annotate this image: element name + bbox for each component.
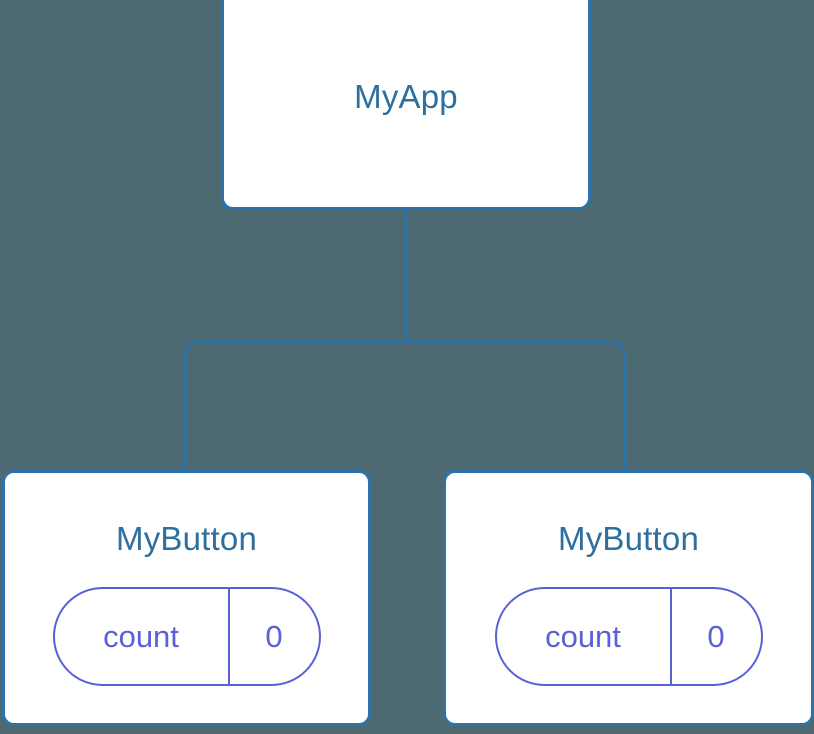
- node-mybutton-1[interactable]: MyButton count 0: [443, 470, 814, 726]
- state-value: 0: [707, 619, 725, 654]
- node-myapp[interactable]: MyApp: [221, 0, 591, 210]
- node-title: MyApp: [354, 77, 458, 115]
- node-title: MyButton: [116, 520, 257, 557]
- state-pill-count[interactable]: count 0: [52, 587, 321, 686]
- state-value: 0: [265, 619, 283, 654]
- node-title: MyButton: [558, 520, 699, 557]
- edge-bus-to-child-0: [183, 340, 406, 470]
- state-pill-count[interactable]: count 0: [494, 587, 763, 686]
- state-key: count: [55, 589, 230, 684]
- state-key: count: [497, 589, 672, 684]
- edge-bus-to-child-1: [406, 340, 627, 470]
- node-mybutton-0[interactable]: MyButton count 0: [2, 470, 371, 726]
